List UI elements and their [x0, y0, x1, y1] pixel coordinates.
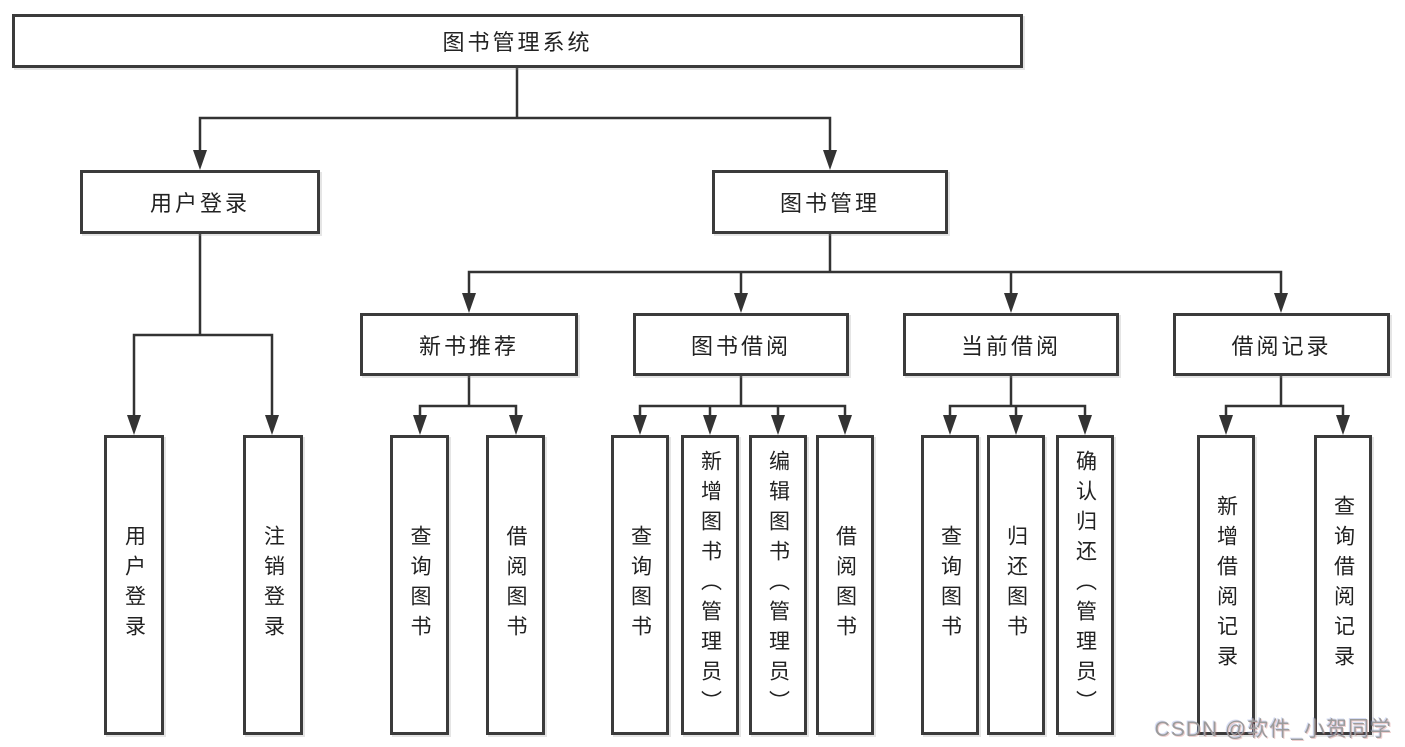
arrow-down-icon	[127, 415, 141, 435]
watermark: CSDN @软件_小贺同学	[1154, 718, 1392, 741]
node-label: 确认归还（管理员）	[1073, 450, 1097, 720]
leaf-query-books-current: 查询图书	[921, 435, 979, 735]
arrow-down-icon	[462, 293, 476, 313]
node-label: 新增借阅记录	[1214, 495, 1238, 675]
connector-line	[1224, 374, 1345, 419]
node-book-management: 图书管理	[712, 170, 948, 234]
leaf-confirm-return-admin: 确认归还（管理员）	[1056, 435, 1114, 735]
arrow-down-icon	[265, 415, 279, 435]
arrow-down-icon	[193, 150, 207, 170]
arrow-down-icon	[1219, 415, 1233, 435]
leaf-query-borrow-record: 查询借阅记录	[1314, 435, 1372, 735]
node-book-borrowing: 图书借阅	[633, 313, 849, 376]
node-label: 新增图书（管理员）	[698, 450, 722, 720]
node-label: 归还图书	[1004, 525, 1028, 645]
leaf-add-books-admin: 新增图书（管理员）	[681, 435, 739, 735]
arrow-down-icon	[1078, 415, 1092, 435]
node-library-system: 图书管理系统	[12, 14, 1023, 68]
node-label: 查询图书	[938, 525, 962, 645]
node-label: 用户登录	[122, 525, 146, 645]
node-label: 借阅记录	[1231, 333, 1332, 359]
node-label: 查询借阅记录	[1331, 495, 1355, 675]
node-new-book-recommend: 新书推荐	[360, 313, 578, 376]
node-label: 图书管理系统	[442, 30, 593, 55]
arrow-down-icon	[413, 415, 427, 435]
arrow-down-icon	[1009, 415, 1023, 435]
leaf-return-books: 归还图书	[987, 435, 1045, 735]
node-label: 当前借阅	[960, 333, 1061, 359]
leaf-borrow-books: 借阅图书	[816, 435, 874, 735]
node-label: 借阅图书	[833, 525, 857, 645]
arrow-down-icon	[734, 293, 748, 313]
leaf-query-books-borrowing: 查询图书	[611, 435, 669, 735]
arrow-down-icon	[1274, 293, 1288, 313]
arrow-down-icon	[1004, 293, 1018, 313]
connector-line	[638, 374, 847, 419]
leaf-edit-books-admin: 编辑图书（管理员）	[749, 435, 807, 735]
connector-line	[198, 66, 832, 154]
leaf-user-login: 用户登录	[104, 435, 164, 735]
node-label: 注销登录	[261, 525, 285, 645]
leaf-logout: 注销登录	[243, 435, 303, 735]
arrow-down-icon	[1336, 415, 1350, 435]
arrow-down-icon	[771, 415, 785, 435]
arrow-down-icon	[943, 415, 957, 435]
node-borrowing-records: 借阅记录	[1173, 313, 1390, 376]
connector-line	[418, 374, 518, 419]
node-current-borrowing: 当前借阅	[903, 313, 1119, 376]
node-label: 新书推荐	[418, 333, 519, 359]
node-label: 图书借阅	[690, 333, 791, 359]
node-label: 图书管理	[779, 191, 880, 216]
node-label: 借阅图书	[504, 525, 527, 645]
arrow-down-icon	[703, 415, 717, 435]
node-user-login: 用户登录	[80, 170, 320, 234]
arrow-down-icon	[838, 415, 852, 435]
node-label: 编辑图书（管理员）	[766, 450, 790, 720]
arrow-down-icon	[823, 150, 837, 170]
node-label: 用户登录	[149, 191, 250, 216]
node-label: 查询图书	[628, 525, 652, 645]
connector-line	[948, 374, 1087, 419]
arrow-down-icon	[633, 415, 647, 435]
arrow-down-icon	[509, 415, 523, 435]
leaf-borrow-books-recommend: 借阅图书	[486, 435, 545, 735]
connector-line	[467, 232, 1283, 297]
leaf-add-borrow-record: 新增借阅记录	[1197, 435, 1255, 735]
node-label: 查询图书	[408, 525, 431, 645]
connector-line	[132, 232, 274, 419]
leaf-query-books-recommend: 查询图书	[390, 435, 449, 735]
